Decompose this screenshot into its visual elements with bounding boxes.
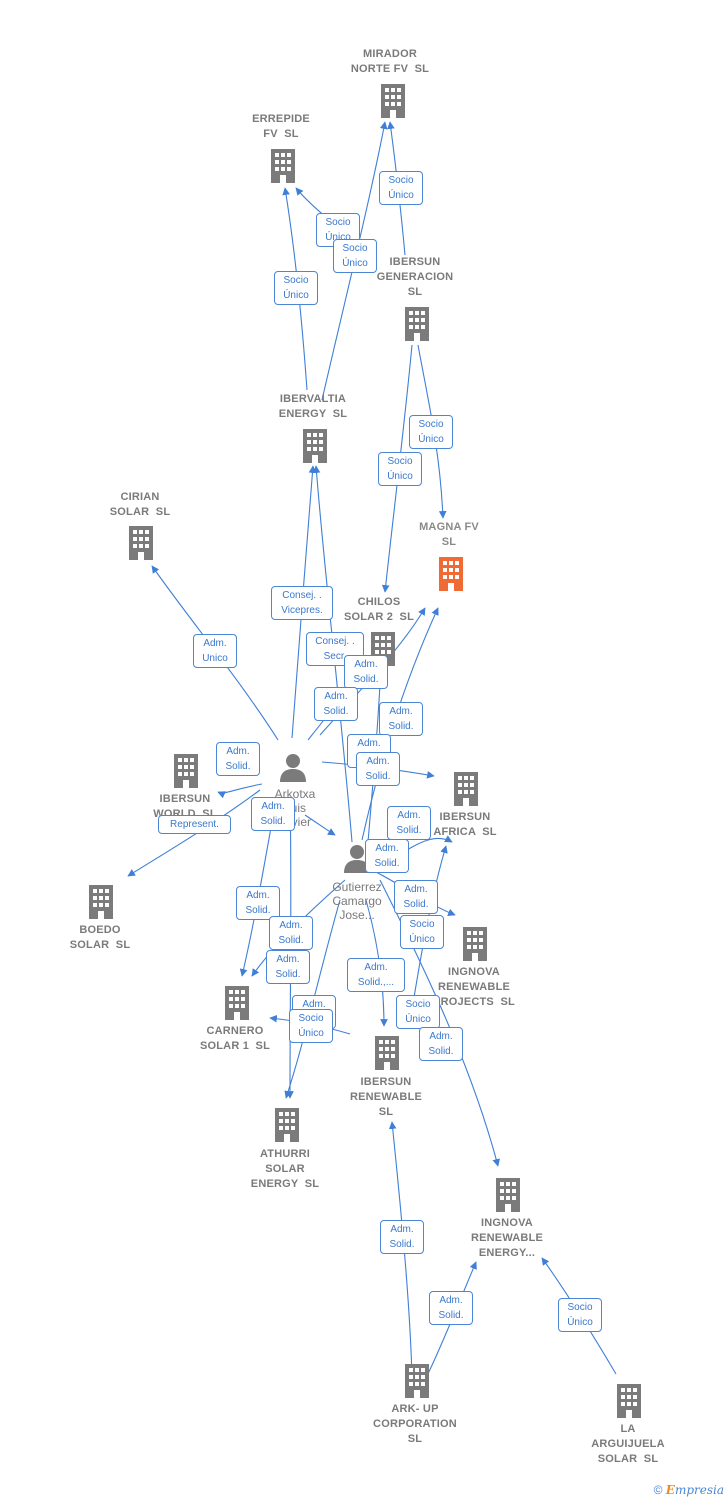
relation-badge[interactable]: Represent.	[158, 815, 231, 834]
company-label: MIRADOR NORTE FV SL	[350, 48, 430, 75]
person-node-gutierrez[interactable]: Gutierrez Camargo Jose...	[312, 880, 402, 922]
person-icon[interactable]	[278, 752, 308, 787]
relation-badge[interactable]: Adm. Solid.	[380, 1220, 424, 1254]
relation-badge[interactable]: Adm. Unico	[193, 634, 237, 668]
relation-badge[interactable]: Consej. . Vicepres.	[271, 586, 333, 620]
company-node-carnero-solar[interactable]: CARNERO SOLAR 1 SL	[190, 1024, 280, 1054]
company-node-chilos-solar[interactable]: CHILOS SOLAR 2 SL	[334, 595, 424, 625]
company-label: MAGNA FV SL	[419, 521, 479, 548]
company-label: IBERVALTIA ENERGY SL	[278, 393, 348, 420]
relation-badge[interactable]: Adm. Solid.	[429, 1291, 473, 1325]
company-node-ibersun-africa[interactable]: IBERSUN AFRICA SL	[420, 810, 510, 840]
building-icon[interactable]	[171, 754, 201, 793]
relation-badge[interactable]: Adm. Solid.	[356, 752, 400, 786]
company-node-athurri-solar[interactable]: ATHURRI SOLAR ENERGY SL	[230, 1147, 340, 1192]
building-icon[interactable]	[222, 986, 252, 1025]
company-label: IBERSUN AFRICA SL	[433, 811, 497, 838]
relation-badge[interactable]: Adm. Solid.	[344, 655, 388, 689]
building-icon[interactable]	[451, 772, 481, 811]
company-label: ARK- UP CORPORATION SL	[373, 1403, 457, 1445]
relation-badge[interactable]: Socio Único	[333, 239, 377, 273]
company-node-ibersun-generacion[interactable]: IBERSUN GENERACION SL	[360, 255, 470, 300]
building-icon[interactable]	[372, 1036, 402, 1075]
company-node-ingnova-renewable-projects[interactable]: INGNOVA RENEWABLE PROJECTS SL	[419, 965, 529, 1010]
company-label: IBERSUN GENERACION SL	[376, 256, 454, 298]
company-label: IBERSUN RENEWABLE SL	[349, 1076, 423, 1118]
company-label: INGNOVA RENEWABLE PROJECTS SL	[433, 966, 515, 1008]
company-node-la-arguijuela[interactable]: LA ARGUIJUELA SOLAR SL	[573, 1422, 683, 1467]
relation-badge[interactable]: Socio Único	[400, 915, 444, 949]
relation-badge[interactable]: Adm. Solid.,...	[347, 958, 405, 992]
company-label: CIRIAN SOLAR SL	[109, 491, 171, 518]
relation-badge[interactable]: Socio Único	[379, 171, 423, 205]
relation-badge[interactable]: Adm. Solid.	[394, 880, 438, 914]
building-icon[interactable]	[126, 526, 156, 565]
company-label: ERREPIDE FV SL	[252, 113, 310, 140]
company-label: BOEDO SOLAR SL	[69, 924, 131, 951]
relation-badge[interactable]: Adm. Solid.	[419, 1027, 463, 1061]
building-icon[interactable]	[402, 307, 432, 346]
building-icon[interactable]	[460, 927, 490, 966]
empresia-logo: Empresia	[666, 1483, 724, 1497]
building-icon[interactable]	[493, 1178, 523, 1217]
company-label: ATHURRI SOLAR ENERGY SL	[250, 1148, 320, 1190]
building-icon[interactable]	[402, 1364, 432, 1403]
company-node-magna-fv[interactable]: MAGNA FV SL	[404, 520, 494, 550]
relation-badge[interactable]: Adm. Solid.	[365, 839, 409, 873]
company-label: CHILOS SOLAR 2 SL	[343, 596, 415, 623]
relation-badge[interactable]: Adm. Solid.	[216, 742, 260, 776]
person-label: Gutierrez Camargo Jose...	[332, 880, 382, 922]
company-label: CARNERO SOLAR 1 SL	[199, 1025, 271, 1052]
building-icon[interactable]	[300, 429, 330, 468]
company-node-ibersun-renewable[interactable]: IBERSUN RENEWABLE SL	[331, 1075, 441, 1120]
relation-badge[interactable]: Socio Único	[289, 1009, 333, 1043]
company-node-cirian[interactable]: CIRIAN SOLAR SL	[95, 490, 185, 520]
logo-text: mpresia	[674, 1483, 724, 1497]
company-node-ibervaltia[interactable]: IBERVALTIA ENERGY SL	[258, 392, 368, 422]
company-node-errepide[interactable]: ERREPIDE FV SL	[236, 112, 326, 142]
relation-badge[interactable]: Adm. Solid.	[387, 806, 431, 840]
company-node-mirador-norte[interactable]: MIRADOR NORTE FV SL	[335, 47, 445, 77]
building-icon[interactable]	[268, 149, 298, 188]
building-icon[interactable]	[86, 885, 116, 924]
relation-badge[interactable]: Socio Único	[378, 452, 422, 486]
company-node-boedo-solar[interactable]: BOEDO SOLAR SL	[55, 923, 145, 953]
relation-badge[interactable]: Socio Único	[274, 271, 318, 305]
relation-badge[interactable]: Adm. Solid.	[314, 687, 358, 721]
company-node-ingnova-renewable-energy[interactable]: INGNOVA RENEWABLE ENERGY...	[452, 1216, 562, 1261]
brand-footer[interactable]: © Empresia	[654, 1483, 724, 1497]
copyright-icon: ©	[653, 1483, 663, 1497]
company-label: INGNOVA RENEWABLE ENERGY...	[470, 1217, 544, 1259]
company-node-ark-up[interactable]: ARK- UP CORPORATION SL	[360, 1402, 470, 1447]
relation-badge[interactable]: Adm. Solid.	[379, 702, 423, 736]
relation-badge[interactable]: Socio Único	[396, 995, 440, 1029]
building-icon[interactable]	[272, 1108, 302, 1147]
logo-letter: E	[665, 1483, 675, 1497]
person-icon[interactable]	[342, 843, 372, 878]
building-icon-highlighted[interactable]	[436, 557, 466, 596]
building-icon[interactable]	[614, 1384, 644, 1423]
relation-badge[interactable]: Socio Único	[558, 1298, 602, 1332]
relation-badge[interactable]: Adm. Solid.	[251, 797, 295, 831]
relation-badge[interactable]: Adm. Solid.	[266, 950, 310, 984]
relation-badge[interactable]: Socio Único	[409, 415, 453, 449]
building-icon[interactable]	[378, 84, 408, 123]
company-label: LA ARGUIJUELA SOLAR SL	[591, 1423, 665, 1465]
relation-badge[interactable]: Adm. Solid.	[236, 886, 280, 920]
relation-badge[interactable]: Adm. Solid.	[269, 916, 313, 950]
